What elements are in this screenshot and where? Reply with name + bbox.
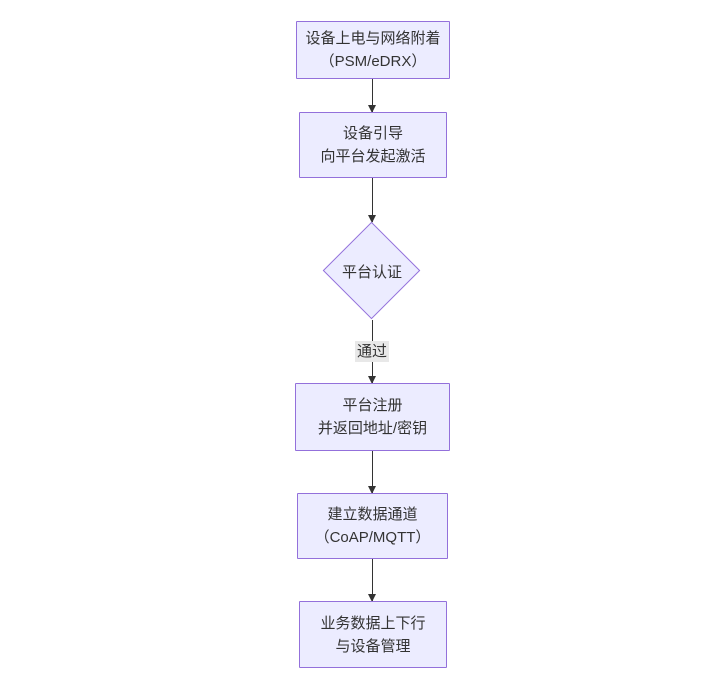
node-text-line: （PSM/eDRX） xyxy=(319,53,427,70)
flow-decision-platform-auth: 平台认证 xyxy=(322,221,422,320)
edge-arrow-4 xyxy=(368,451,376,494)
node-text-line: 并返回地址/密钥 xyxy=(317,420,428,437)
edge-arrow-2 xyxy=(368,178,376,223)
flow-node-bootstrap: 设备引导 向平台发起激活 xyxy=(299,112,447,178)
flow-node-power-attach: 设备上电与网络附着 （PSM/eDRX） xyxy=(296,21,450,79)
flow-node-register: 平台注册 并返回地址/密钥 xyxy=(295,383,450,451)
edge-arrow-1 xyxy=(368,79,376,113)
node-text-line: 建立数据通道 xyxy=(327,506,418,523)
node-text-line: 平台认证 xyxy=(341,263,402,281)
flow-node-data-channel: 建立数据通道 （CoAP/MQTT） xyxy=(297,493,448,559)
node-text-line: 与设备管理 xyxy=(335,637,411,655)
node-text-line: （CoAP/MQTT） xyxy=(314,529,431,546)
node-text-line: 设备引导 xyxy=(342,125,403,142)
node-text-line: 设备上电与网络附着 xyxy=(305,30,441,47)
node-text-line: 平台注册 xyxy=(342,397,403,414)
flow-node-business-mgmt: 业务数据上下行 与设备管理 xyxy=(299,601,447,668)
node-text-line: 向平台发起激活 xyxy=(320,148,426,165)
node-text-line: 业务数据上下行 xyxy=(320,614,426,632)
edge-arrow-5 xyxy=(368,559,376,602)
edge-label-pass: 通过 xyxy=(354,341,390,362)
